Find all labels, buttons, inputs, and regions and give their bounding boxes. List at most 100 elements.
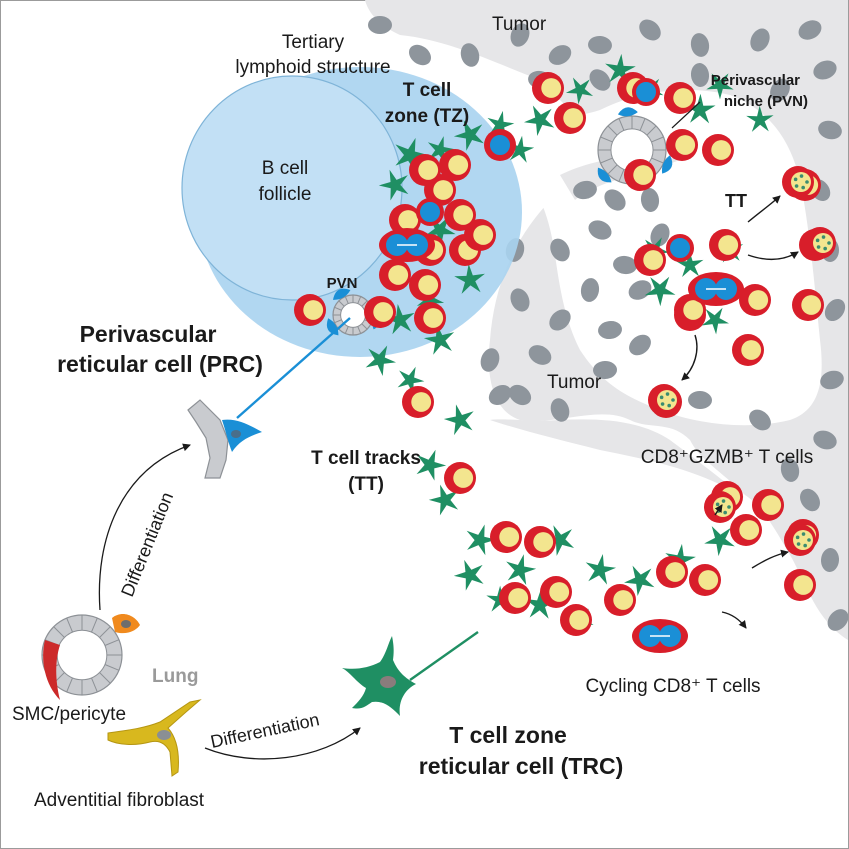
granule xyxy=(659,395,664,400)
tt-small-label: TT xyxy=(725,191,747,211)
blue-cell xyxy=(486,131,514,159)
vessel-segment xyxy=(53,626,65,638)
tumor-nucleus xyxy=(460,43,480,67)
granule xyxy=(667,403,671,408)
tumor-nucleus xyxy=(510,288,530,312)
frc-cell xyxy=(676,250,704,278)
tumor-nucleus xyxy=(510,23,530,47)
vessel-segment xyxy=(607,164,618,175)
frc-cell xyxy=(624,565,655,597)
frc-cell xyxy=(423,324,455,355)
granule xyxy=(671,398,675,402)
granule xyxy=(796,542,801,546)
pvn-small-label: PVN xyxy=(327,275,358,292)
vessel-segment xyxy=(91,677,98,693)
bcell-label-line2: follicle xyxy=(259,184,312,205)
cytotoxic-t-cells xyxy=(648,166,836,556)
frc-cell xyxy=(443,404,474,436)
tumor-nucleus xyxy=(580,278,600,302)
vessel-segment xyxy=(361,323,368,330)
pericyte-cap xyxy=(661,155,673,174)
lung-label: Lung xyxy=(152,666,198,687)
frc-cell xyxy=(605,53,636,84)
granule xyxy=(827,241,831,245)
t-cell-nucleus xyxy=(793,575,814,595)
tumor-nucleus xyxy=(588,35,612,55)
granule xyxy=(801,185,805,190)
tumor-nucleus xyxy=(593,360,617,380)
frc-cell xyxy=(428,484,459,516)
prc-connector-line xyxy=(236,317,351,419)
tls-label-line1: Tertiary xyxy=(282,32,345,53)
tumor-nucleus xyxy=(770,78,790,102)
lung-vessel xyxy=(41,614,140,700)
t-cell-nucleus xyxy=(683,300,704,320)
t-cell-nucleus xyxy=(748,290,769,310)
pvn-niche-label-line1: Perivascular xyxy=(711,72,800,89)
t-cell-nucleus xyxy=(563,108,584,128)
t-cell-nucleus xyxy=(675,135,696,155)
vessel-segment xyxy=(99,672,111,684)
vessel-segment xyxy=(600,157,613,164)
frc-cell xyxy=(506,554,537,585)
t-cell-nucleus xyxy=(499,527,520,547)
blue-cell xyxy=(632,78,660,106)
frc-cell xyxy=(453,120,484,151)
smc-pericyte-label: SMC/pericyte xyxy=(12,704,126,725)
vessel-segment xyxy=(344,296,349,304)
granule xyxy=(823,246,827,251)
t-cell-nucleus xyxy=(633,165,654,185)
t-cell-nucleus xyxy=(711,140,732,160)
migration-arrow xyxy=(747,195,781,223)
tumor-nucleus xyxy=(629,334,651,356)
granule xyxy=(660,402,665,406)
tumor-nucleus xyxy=(549,309,571,331)
pericyte-nucleus xyxy=(121,620,131,628)
t-cell-nucleus xyxy=(303,300,324,320)
t-cell-nucleus xyxy=(761,495,782,515)
frc-cell xyxy=(746,105,774,132)
blue-cell xyxy=(416,198,444,226)
granule xyxy=(794,184,799,188)
prc-label-line1: Perivascular xyxy=(80,321,217,347)
t-cell-nucleus xyxy=(398,210,419,230)
t-cell-nucleus xyxy=(541,78,562,98)
tumor-label-middle: Tumor xyxy=(547,372,602,393)
t-cell-nucleus xyxy=(665,562,686,582)
frc-cell xyxy=(466,524,497,556)
granule xyxy=(795,535,800,540)
cycling-label: Cycling CD8⁺ T cells xyxy=(585,676,760,697)
t-cell-nucleus xyxy=(508,588,529,608)
granule xyxy=(665,392,670,396)
frc-cell xyxy=(378,169,409,201)
granule xyxy=(721,499,726,503)
vessel-segment xyxy=(91,617,98,633)
migration-arrow xyxy=(681,334,698,381)
blue-cells xyxy=(416,78,694,262)
vessel-segment xyxy=(344,326,349,334)
t-cell-nucleus xyxy=(673,88,694,108)
prc-nucleus xyxy=(231,430,241,438)
tumor-nucleus xyxy=(813,430,837,450)
frc-cell xyxy=(565,77,594,105)
granule xyxy=(723,510,727,515)
tumor-nucleus xyxy=(798,20,822,40)
prc-body xyxy=(222,419,262,452)
granule xyxy=(815,238,820,243)
t-cell-nucleus xyxy=(698,570,719,590)
vessel-segment xyxy=(104,664,120,671)
vessel-segment xyxy=(66,617,73,633)
blue-cell xyxy=(666,234,694,262)
adventitial-fibroblast-label: Adventitial fibroblast xyxy=(34,790,205,811)
frc-cell xyxy=(701,307,729,335)
tumor-nucleus xyxy=(598,320,622,340)
granule xyxy=(807,538,811,542)
frc-cell xyxy=(397,366,425,395)
tumor-nucleus xyxy=(688,390,712,410)
tz-label-line1: T cell xyxy=(403,80,452,101)
vessel-segment xyxy=(334,306,342,311)
vessel-segment xyxy=(618,169,625,182)
vessel-segment xyxy=(99,626,111,638)
tumor-label-top: Tumor xyxy=(492,14,547,35)
tumor-nucleus xyxy=(508,384,532,406)
